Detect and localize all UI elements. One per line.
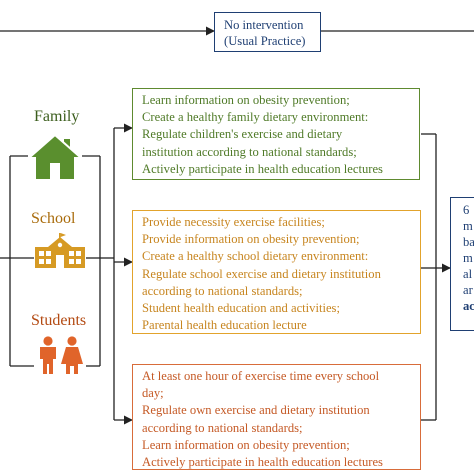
family-line: Actively participate in health education…: [142, 161, 383, 176]
family-line: institution according to national standa…: [142, 144, 357, 159]
family-line: Regulate children's exercise and dietary: [142, 127, 343, 142]
outcome-line: ac: [463, 299, 474, 313]
family-label: Family: [34, 108, 80, 125]
school-line: Regulate school exercise and dietary ins…: [142, 266, 381, 281]
outcome-line: m: [463, 219, 473, 233]
outcome-line: ba: [463, 235, 474, 249]
students-line: Learn information on obesity prevention;: [142, 437, 350, 452]
students-line: Regulate own exercise and dietary instit…: [142, 403, 370, 418]
house-icon: [29, 133, 81, 179]
family-line: Learn information on obesity prevention;: [142, 93, 350, 107]
students-line: day;: [142, 386, 164, 401]
control-line: (Usual Practice): [224, 34, 306, 48]
outcome-line: 6: [463, 203, 470, 217]
school-line: Provide information on obesity preventio…: [142, 232, 360, 247]
school-box: Provide necessity exercise facilities; P…: [132, 210, 421, 334]
outcome-line: ar: [463, 283, 473, 297]
family-line: Create a healthy family dietary environm…: [142, 110, 369, 125]
school-label: School: [31, 210, 76, 227]
school-building-icon: [35, 233, 85, 268]
students-icon: [40, 336, 83, 374]
students-line: At least one hour of exercise time every…: [142, 369, 380, 383]
school-line: according to national standards;: [142, 283, 303, 298]
outcome-line: m: [463, 251, 473, 265]
students-line: according to national standards;: [142, 420, 303, 435]
control-box: No intervention (Usual Practice): [214, 12, 321, 52]
students-line: Actively participate in health education…: [142, 455, 383, 470]
school-line: Parental health education lecture: [142, 318, 307, 333]
outcome-line: al: [463, 267, 473, 281]
family-box: Learn information on obesity prevention;…: [132, 88, 420, 180]
students-box: At least one hour of exercise time every…: [132, 364, 421, 470]
school-line: Student health education and activities;: [142, 301, 340, 316]
students-label: Students: [31, 312, 87, 329]
control-line: No intervention: [224, 18, 304, 32]
outcome-box: 6 m ba m al ar ac: [450, 197, 474, 331]
school-line: Provide necessity exercise facilities;: [142, 215, 325, 229]
school-line: Create a healthy school dietary environm…: [142, 249, 369, 264]
